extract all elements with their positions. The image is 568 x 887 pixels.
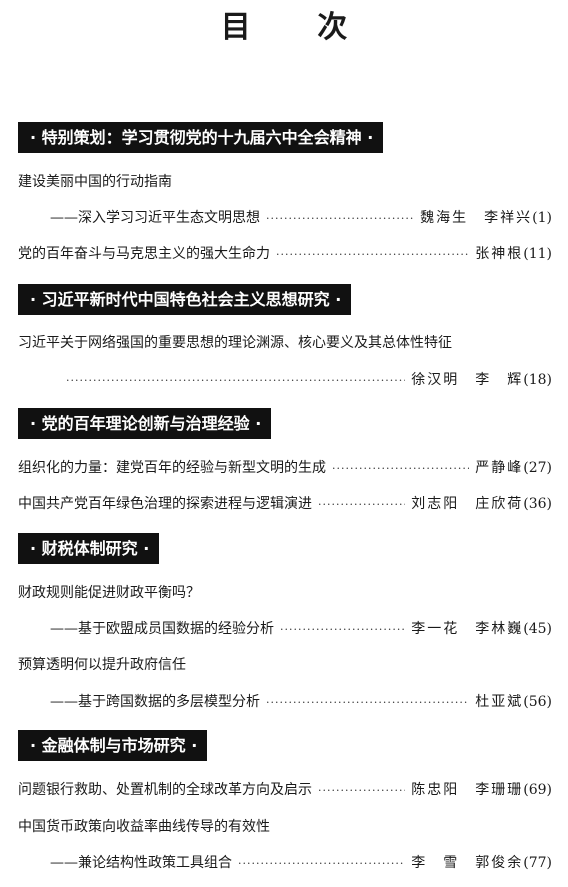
section-heading: · 党的百年理论创新与治理经验 · [18, 408, 272, 439]
article-title[interactable]: 建设美丽中国的行动指南 [18, 174, 172, 190]
author: 李祥兴 [484, 210, 533, 226]
author: 刘志阳 [411, 496, 460, 512]
author: 李一花 [411, 621, 460, 637]
toc-entry[interactable]: 党的百年奋斗与马克思主义的强大生命力 张神根 (11) [18, 242, 552, 266]
author: 庄欣荷 [475, 496, 524, 512]
article-title: 中国共产党百年绿色治理的探索进程与逻辑演进 [18, 496, 312, 512]
author: 严静峰 [475, 460, 524, 476]
section-heading: · 特别策划：学习贯彻党的十九届六中全会精神 · [18, 122, 384, 153]
leader-dots [66, 369, 405, 393]
toc-entry[interactable]: ——兼论结构性政策工具组合 李 雪 郭俊余 (77) [50, 851, 552, 875]
author: 杜亚斌 [475, 694, 524, 710]
page-number: (11) [523, 246, 552, 262]
page-number: (45) [523, 621, 552, 637]
article-title[interactable]: 财政规则能促进财政平衡吗？ [18, 585, 200, 601]
leader-dots [266, 691, 469, 715]
toc-entry[interactable]: 徐汉明 李 辉 (18) [66, 368, 552, 392]
page-number: (27) [523, 460, 552, 476]
section-heading: · 金融体制与市场研究 · [18, 730, 208, 761]
page-number: (18) [523, 372, 552, 388]
article-subtitle: ——基于跨国数据的多层模型分析 [50, 694, 260, 710]
leader-dots [276, 243, 469, 267]
author: 张神根 [475, 246, 524, 262]
article-subtitle: ——深入学习习近平生态文明思想 [50, 210, 260, 226]
author: 郭俊余 [475, 855, 524, 871]
leader-dots [266, 207, 414, 231]
article-title: 问题银行救助、处置机制的全球改革方向及启示 [18, 782, 312, 798]
leader-dots [318, 779, 405, 803]
article-title[interactable]: 预算透明何以提升政府信任 [18, 657, 186, 673]
toc-entry[interactable]: 组织化的力量：建党百年的经验与新型文明的生成 严静峰 (27) [18, 456, 552, 480]
article-title: 组织化的力量：建党百年的经验与新型文明的生成 [18, 460, 326, 476]
leader-dots [280, 618, 405, 642]
article-subtitle: ——兼论结构性政策工具组合 [50, 855, 232, 871]
author: 李珊珊 [475, 782, 524, 798]
page-number: (56) [523, 694, 552, 710]
toc-entry[interactable]: ——深入学习习近平生态文明思想 魏海生 李祥兴 (1) [50, 206, 552, 230]
section-heading: · 财税体制研究 · [18, 533, 160, 564]
toc-entry[interactable]: ——基于欧盟成员国数据的经验分析 李一花 李林巍 (45) [50, 617, 552, 641]
article-title[interactable]: 中国货币政策向收益率曲线传导的有效性 [18, 819, 270, 835]
author: 李 雪 [411, 855, 460, 871]
author: 魏海生 [420, 210, 469, 226]
section-heading: · 习近平新时代中国特色社会主义思想研究 · [18, 284, 352, 315]
article-subtitle: ——基于欧盟成员国数据的经验分析 [50, 621, 274, 637]
leader-dots [318, 493, 405, 517]
page-number: (69) [523, 782, 552, 798]
page-title: 目 次 [220, 10, 376, 45]
author: 陈忠阳 [411, 782, 460, 798]
article-title: 党的百年奋斗与马克思主义的强大生命力 [18, 246, 270, 262]
toc-entry[interactable]: 问题银行救助、处置机制的全球改革方向及启示 陈忠阳 李珊珊 (69) [18, 778, 552, 802]
leader-dots [332, 457, 469, 481]
author: 李 辉 [475, 372, 524, 388]
page-number: (1) [532, 210, 552, 226]
page-number: (77) [523, 855, 552, 871]
toc-entry[interactable]: 中国共产党百年绿色治理的探索进程与逻辑演进 刘志阳 庄欣荷 (36) [18, 492, 552, 516]
page-number: (36) [523, 496, 552, 512]
article-title[interactable]: 习近平关于网络强国的重要思想的理论渊源、核心要义及其总体性特征 [18, 335, 452, 351]
author: 徐汉明 [411, 372, 460, 388]
toc-entry[interactable]: ——基于跨国数据的多层模型分析 杜亚斌 (56) [50, 690, 552, 714]
leader-dots [238, 852, 405, 876]
author: 李林巍 [475, 621, 524, 637]
